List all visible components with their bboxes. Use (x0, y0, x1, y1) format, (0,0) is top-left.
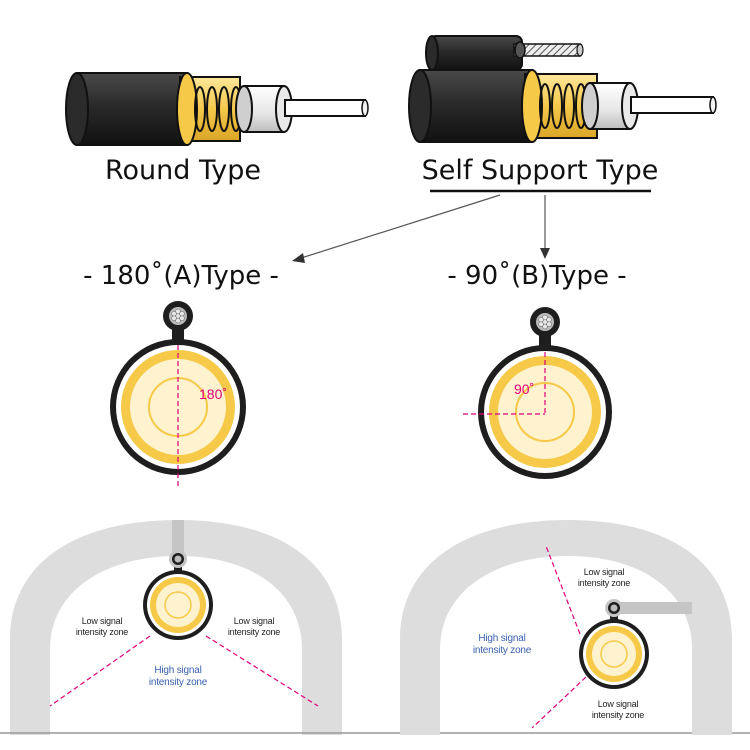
zone-right-low-top-2: intensity zone (578, 578, 630, 588)
angle-b-label: 90˚ (514, 381, 534, 397)
zone-left-low-left-2: intensity zone (76, 627, 128, 637)
zone-left-low-right-2: intensity zone (228, 627, 280, 637)
zone-right-low-top-1: Low signal (584, 567, 625, 577)
zone-right-high-2: intensity zone (473, 645, 532, 656)
type-b-cross-section (463, 307, 612, 479)
self-support-type-label: Self Support Type (422, 155, 659, 186)
arrows (292, 194, 550, 263)
zone-right-low-bottom-2: intensity zone (592, 710, 644, 720)
tunnel-left-zones (49, 635, 319, 707)
zone-left-high-2: intensity zone (149, 677, 208, 688)
center-conductor (630, 96, 714, 114)
zone-left-high-1: High signal (154, 665, 201, 676)
inner-conductor (515, 382, 575, 442)
type-a-label: - 180˚(A)Type - (83, 261, 279, 291)
type-a-cross-section (110, 301, 246, 488)
jacket-body (76, 72, 188, 146)
shield-face (176, 72, 198, 146)
tunnel-right-zones (531, 545, 587, 729)
tunnel-left-cable (143, 550, 213, 640)
type-b-label: - 90˚(B)Type - (447, 261, 626, 291)
tunnel-right-cable (579, 599, 649, 689)
center-conductor (284, 99, 366, 117)
round-type-label: Round Type (105, 155, 261, 186)
tunnel-right (400, 520, 732, 735)
round-type-cable-illustration (65, 72, 369, 146)
jacket-end (65, 72, 89, 146)
tunnel-left (0, 520, 750, 735)
zone-left-low-left-1: Low signal (82, 616, 123, 626)
self-support-cable-illustration (408, 35, 717, 143)
zone-right-high-1: High signal (478, 633, 525, 644)
messenger-jacket (429, 35, 523, 71)
zone-right-low-bottom-1: Low signal (598, 699, 639, 709)
zone-left-low-right-1: Low signal (234, 616, 275, 626)
jacket-body (419, 69, 533, 143)
angle-a-label: 180˚ (199, 386, 227, 402)
